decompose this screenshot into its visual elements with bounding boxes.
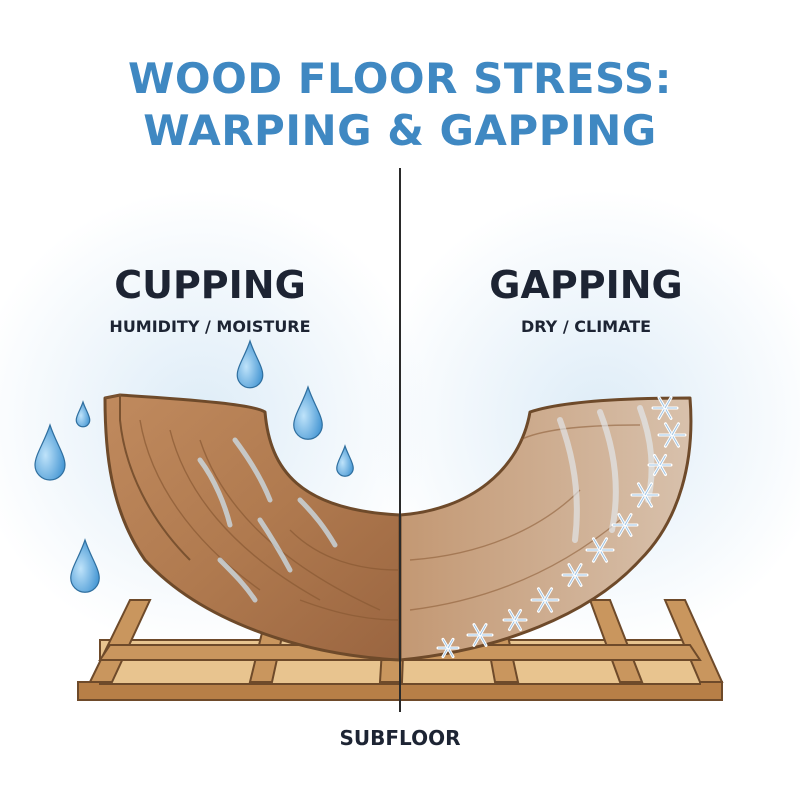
water-drops (34, 339, 354, 593)
water-drop-icon (293, 385, 323, 440)
frost-crystal-icon (561, 563, 589, 587)
frost-crystals (436, 396, 687, 659)
gapping-subheading: DRY / CLIMATE (520, 317, 652, 336)
subfloor-label: SUBFLOOR (339, 726, 461, 750)
frost-crystal-icon (585, 537, 615, 563)
water-drop-icon (236, 339, 264, 389)
title-line-2: WARPING & GAPPING (143, 106, 657, 155)
water-drop-icon (34, 423, 66, 481)
title-line-1: WOOD FLOOR STRESS: (128, 54, 672, 103)
cupped-board (103, 393, 402, 662)
frost-crystal-icon (436, 637, 460, 659)
frost-crystal-icon (530, 587, 560, 613)
frost-crystal-icon (466, 623, 494, 647)
cupping-subheading: HUMIDITY / MOISTURE (109, 317, 311, 336)
water-drop-icon (336, 444, 354, 477)
frost-crystal-icon (611, 513, 639, 537)
frost-crystal-icon (657, 422, 687, 448)
gapping-heading: GAPPING (489, 263, 683, 307)
water-drop-icon (70, 538, 100, 593)
frost-crystal-icon (630, 482, 660, 508)
frost-crystal-icon (651, 396, 679, 420)
cupping-heading: CUPPING (114, 263, 306, 307)
water-drop-icon (75, 400, 91, 428)
frost-crystal-icon (502, 608, 528, 632)
gapped-board (398, 396, 693, 662)
frost-crystal-icon (647, 453, 673, 477)
